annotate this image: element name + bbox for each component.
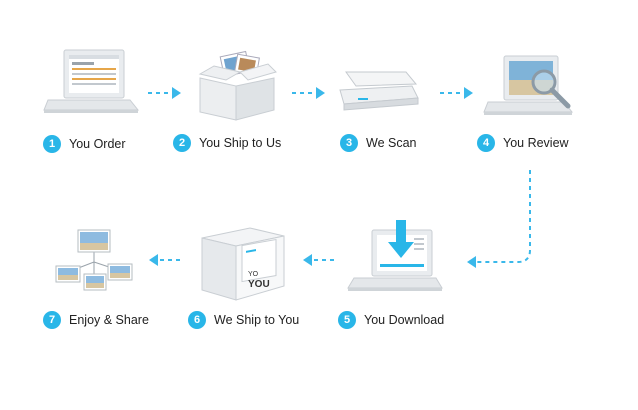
- arrowhead-5-6: [303, 254, 312, 266]
- step-number: 6: [188, 311, 206, 329]
- step-label: You Download: [364, 313, 445, 327]
- scanner-icon: [339, 71, 419, 111]
- step-number: 7: [43, 311, 61, 329]
- arrowhead-1-2: [172, 87, 181, 99]
- arrowhead-2-3: [316, 87, 325, 99]
- step-number: 2: [173, 134, 191, 152]
- closed-box-icon: YO YOU: [201, 227, 285, 301]
- step-5: 5 You Download: [338, 311, 444, 329]
- step-1: 1 You Order: [43, 135, 126, 153]
- arrowhead-6-7: [149, 254, 158, 266]
- step-label: We Ship to You: [214, 313, 300, 327]
- step-4: 4 You Review: [477, 134, 569, 152]
- step-7: 7 Enjoy & Share: [43, 311, 149, 329]
- step-label: Enjoy & Share: [69, 313, 149, 327]
- step-6: 6 We Ship to You: [188, 311, 299, 329]
- step-number: 5: [338, 311, 356, 329]
- step-number: 3: [340, 134, 358, 152]
- laptop-review-icon: [483, 55, 574, 115]
- step-number: 1: [43, 135, 61, 153]
- step-2: 2 You Ship to Us: [173, 134, 281, 152]
- box-label-line1: YO: [248, 271, 259, 278]
- box-with-photos-icon: [198, 50, 277, 121]
- step-number: 4: [477, 134, 495, 152]
- laptop-order-icon: [43, 49, 140, 113]
- photo-share-icon: [55, 229, 133, 291]
- step-3: 3 We Scan: [340, 134, 417, 152]
- step-label: We Scan: [366, 136, 417, 150]
- step-label: You Review: [503, 136, 569, 150]
- step-label: You Order: [69, 137, 126, 151]
- laptop-download-icon: [347, 220, 443, 291]
- arrow-4-5: [476, 170, 531, 263]
- box-label-line2: YOU: [248, 279, 270, 290]
- step-label: You Ship to Us: [199, 136, 282, 150]
- arrowhead-4-5: [467, 256, 476, 268]
- arrowhead-3-4: [464, 87, 473, 99]
